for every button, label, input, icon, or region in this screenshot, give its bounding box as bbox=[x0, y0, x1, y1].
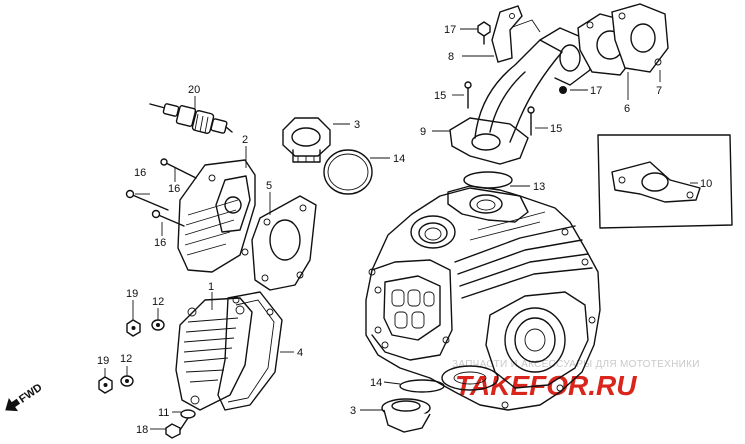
callout-13: 13 bbox=[533, 181, 545, 193]
nuts-washers bbox=[98, 319, 165, 394]
callout-17-b: 17 bbox=[590, 85, 602, 97]
callout-6: 6 bbox=[624, 103, 630, 115]
callout-20: 20 bbox=[188, 84, 200, 96]
gasket-5 bbox=[251, 195, 317, 291]
callout-12-a: 12 bbox=[152, 296, 164, 308]
callout-4: 4 bbox=[297, 347, 303, 359]
head-side-cover bbox=[177, 159, 256, 273]
callout-16-c: 16 bbox=[154, 237, 166, 249]
bolts-15 bbox=[464, 81, 535, 136]
callout-18: 18 bbox=[136, 424, 148, 436]
callout-15-a: 15 bbox=[434, 90, 446, 102]
o-ring-13 bbox=[463, 171, 513, 189]
nut-17-top bbox=[477, 21, 491, 37]
callout-3-bottom: 3 bbox=[350, 405, 356, 417]
bolts-16 bbox=[125, 158, 197, 227]
nut-17-mid bbox=[559, 86, 567, 94]
callout-15-b: 15 bbox=[550, 123, 562, 135]
watermark-caption: ЗАПЧАСТИ И АКСЕССУАРЫ ДЛЯ МОТОТЕХНИКИ bbox=[452, 359, 700, 370]
o-ring-bottom bbox=[399, 379, 445, 393]
callout-16-a: 16 bbox=[134, 167, 146, 179]
gasket-4 bbox=[217, 291, 283, 411]
gasket-10-box bbox=[597, 134, 733, 229]
callout-3-top: 3 bbox=[354, 119, 360, 131]
gasket-7 bbox=[611, 3, 669, 73]
head-cover-1 bbox=[175, 297, 253, 411]
callout-19-b: 19 bbox=[97, 355, 109, 367]
bolt-18 bbox=[165, 409, 196, 439]
callout-17-a: 17 bbox=[444, 24, 456, 36]
valve-cap-top bbox=[282, 117, 331, 163]
leader-lines bbox=[104, 28, 698, 430]
fwd-arrow: FWD bbox=[5, 382, 45, 412]
callout-11: 11 bbox=[158, 407, 169, 419]
o-ring-top bbox=[323, 149, 373, 195]
callout-9: 9 bbox=[420, 126, 426, 138]
callout-10: 10 bbox=[700, 178, 712, 190]
callouts: 20 2 3 14 16 16 16 5 17 8 15 17 9 15 6 7… bbox=[97, 24, 712, 436]
bracket-8 bbox=[491, 5, 523, 63]
callout-2: 2 bbox=[242, 134, 248, 146]
callout-5: 5 bbox=[266, 180, 272, 192]
callout-1: 1 bbox=[208, 281, 214, 293]
callout-7: 7 bbox=[656, 85, 662, 97]
callout-12-b: 12 bbox=[120, 353, 132, 365]
cylinder-head-body bbox=[365, 185, 601, 411]
intake-manifold bbox=[449, 19, 591, 165]
spark-plug bbox=[149, 103, 233, 134]
fwd-label: FWD bbox=[17, 382, 44, 406]
callout-14-bottom: 14 bbox=[370, 377, 382, 389]
o-ring-top-inner bbox=[327, 153, 369, 191]
callout-14-top: 14 bbox=[393, 153, 405, 165]
callout-16-b: 16 bbox=[168, 183, 180, 195]
callout-8: 8 bbox=[448, 51, 454, 63]
valve-cap-bottom bbox=[381, 398, 431, 433]
callout-19-a: 19 bbox=[126, 288, 138, 300]
